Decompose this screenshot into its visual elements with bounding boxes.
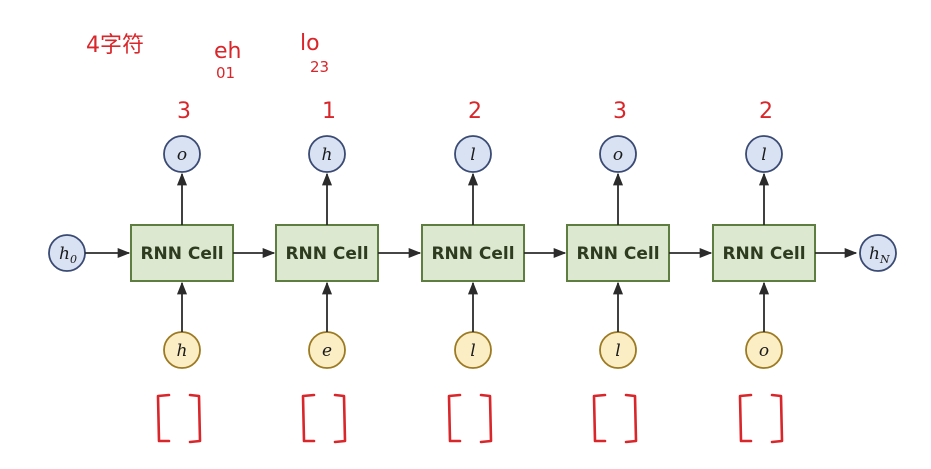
handwritten-left-bracket xyxy=(447,393,462,443)
output-node xyxy=(745,135,783,173)
rnn-cell-box xyxy=(130,224,234,282)
handwritten-left-bracket xyxy=(301,393,316,443)
handwritten-vocab-chars-2: lo xyxy=(300,31,320,56)
handwritten-vocab-indices: 01 xyxy=(216,64,235,82)
handwritten-output-index: 3 xyxy=(177,99,191,124)
handwritten-output-index: 1 xyxy=(322,99,336,124)
handwritten-right-bracket xyxy=(770,393,784,444)
handwritten-header: 4字符 eh 01 lo 23 xyxy=(86,31,329,82)
output-char: o xyxy=(613,145,623,165)
handwritten-output-index: 3 xyxy=(613,99,627,124)
input-char: h xyxy=(177,341,188,361)
final-state-base: h xyxy=(869,244,880,264)
initial-state-sub: 0 xyxy=(70,253,77,266)
output-node xyxy=(163,135,201,173)
initial-state-base: h xyxy=(59,244,70,264)
handwritten-vocab-chars: eh xyxy=(214,39,241,64)
final-state-node xyxy=(859,234,897,272)
handwritten-right-bracket xyxy=(479,393,493,444)
handwritten-title: 4字符 xyxy=(86,33,144,58)
output-char: l xyxy=(470,145,475,165)
rnn-cell-label: RNN Cell xyxy=(576,244,659,264)
handwritten-right-bracket xyxy=(188,393,202,444)
input-char: o xyxy=(759,341,769,361)
rnn-cell-label: RNN Cell xyxy=(722,244,805,264)
final-hidden-state: h N xyxy=(859,234,897,272)
handwritten-left-bracket xyxy=(592,393,607,443)
handwritten-vocab-indices-2: 23 xyxy=(310,58,329,76)
output-node xyxy=(599,135,637,173)
handwritten-left-bracket xyxy=(156,393,171,443)
input-char: l xyxy=(615,341,620,361)
output-char: h xyxy=(322,145,333,165)
final-state-sub: N xyxy=(879,253,890,266)
input-char: l xyxy=(470,341,475,361)
rnn-cell-label: RNN Cell xyxy=(285,244,368,264)
rnn-cell-box xyxy=(421,224,525,282)
input-char: e xyxy=(322,341,332,361)
output-node xyxy=(454,135,492,173)
rnn-cell-label: RNN Cell xyxy=(140,244,223,264)
handwritten-right-bracket xyxy=(624,393,638,444)
handwritten-left-bracket xyxy=(738,393,753,443)
output-char: o xyxy=(177,145,187,165)
initial-hidden-state: h 0 xyxy=(48,234,86,272)
output-char: l xyxy=(761,145,766,165)
output-node xyxy=(308,135,346,173)
handwritten-right-bracket xyxy=(333,393,347,444)
rnn-cell-label: RNN Cell xyxy=(431,244,514,264)
handwritten-output-index: 2 xyxy=(759,99,773,124)
handwritten-output-index: 2 xyxy=(468,99,482,124)
